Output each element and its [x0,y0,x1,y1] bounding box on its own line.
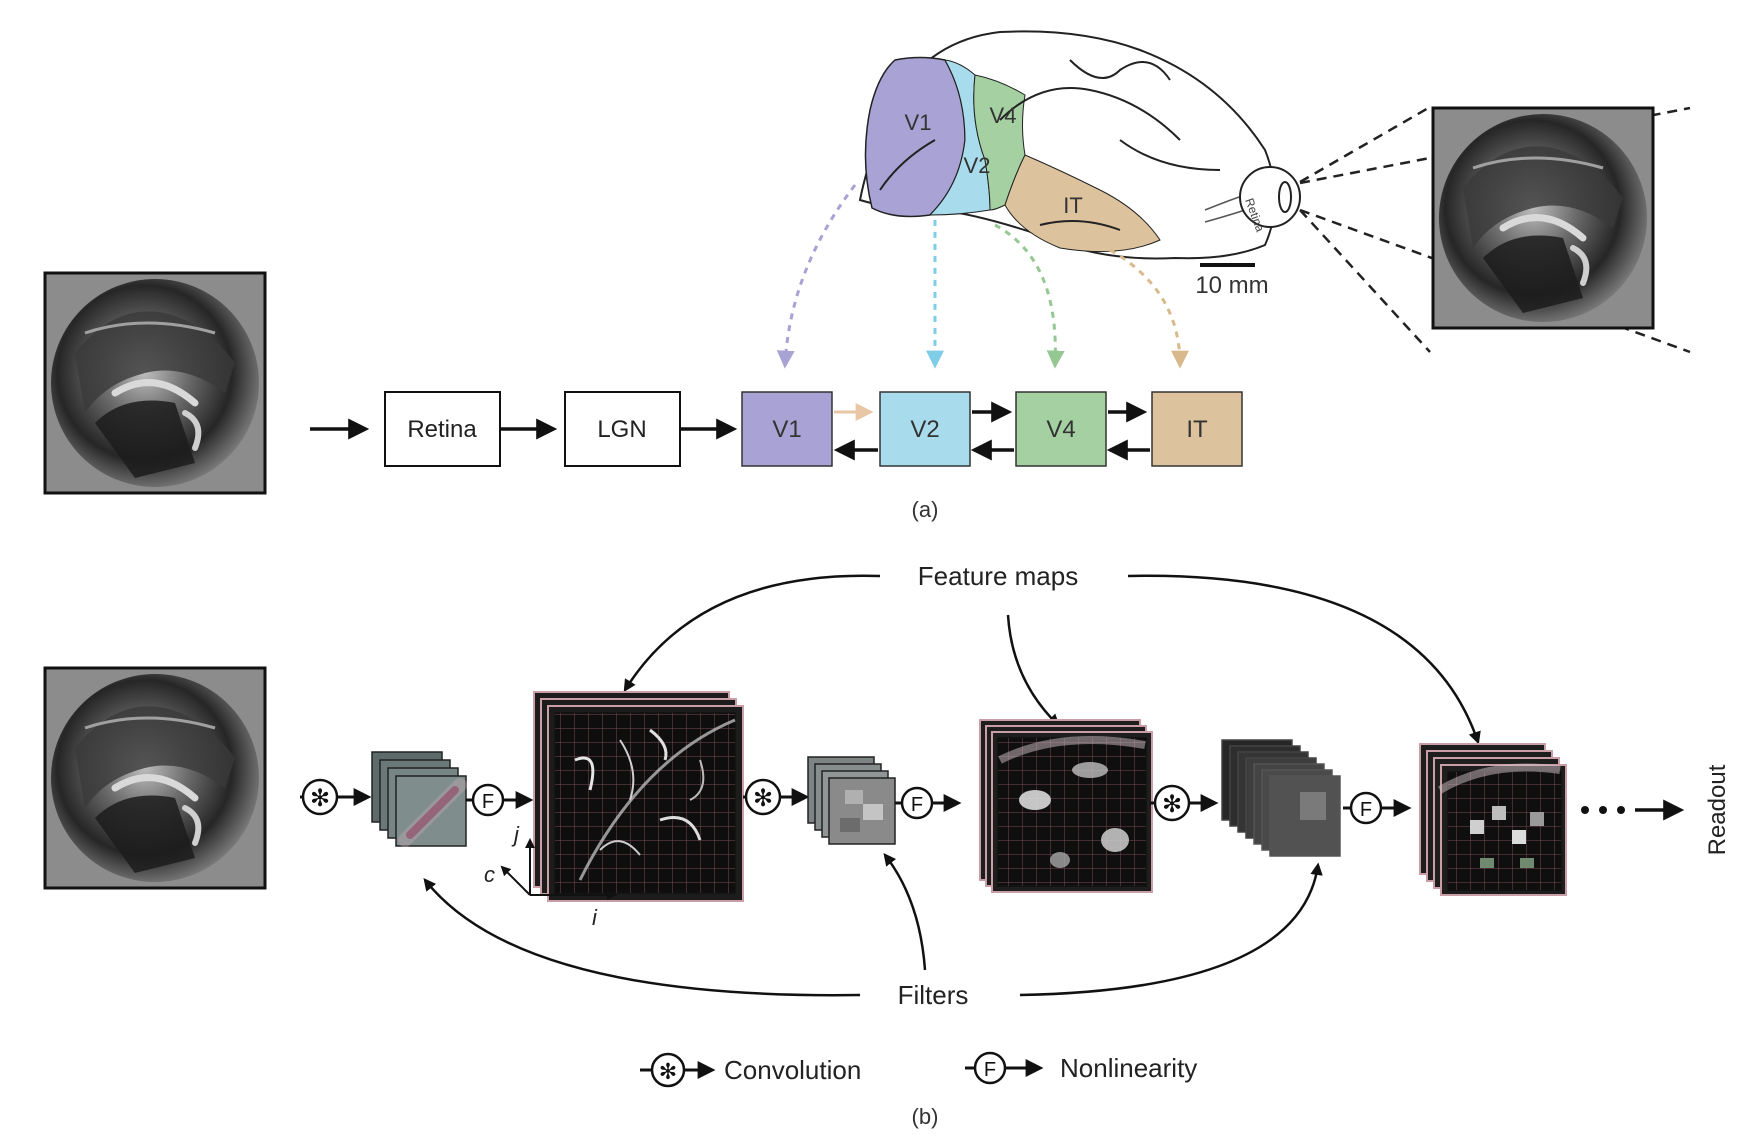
svg-text:✻: ✻ [659,1059,677,1084]
legend-convolution-icon: ✻ [640,1052,716,1088]
svg-text:✻: ✻ [1162,791,1182,818]
brain-label-v1: V1 [905,110,932,135]
v2-label: V2 [910,416,939,443]
area-it [1004,154,1161,253]
filter-stack-3 [1221,739,1341,857]
legend: ✻ Convolution F Nonlinearity [640,1051,1197,1088]
brain-label-v2: V2 [964,153,991,178]
axis-label-c: c [484,862,495,887]
retina-label: Retina [407,416,477,443]
svg-text:F: F [1360,799,1372,821]
feature-map-pointers [623,574,1481,745]
svg-text:F: F [911,794,923,816]
legend-nonlinearity-icon: F [965,1051,1044,1085]
svg-text:✻: ✻ [753,785,773,812]
feature-map-stack-2 [979,719,1153,893]
filters-label: Filters [898,980,969,1010]
svg-text:F: F [984,1059,996,1081]
input-image-b [45,668,265,888]
lgn-label: LGN [597,416,646,443]
continuation-dots [1581,806,1625,814]
convolution-operator-icon: ✻ [743,778,810,816]
v1-box: V1 [741,391,833,467]
brain-sulcus [879,139,936,191]
feature-maps-label: Feature maps [918,561,1078,591]
it-box: IT [1151,391,1243,467]
axis-label-j: j [511,822,520,847]
it-label: IT [1186,416,1208,443]
brain-label-v4: V4 [990,103,1017,128]
svg-text:✻: ✻ [310,785,330,812]
input-image-a [45,273,265,493]
convolution-operator-icon: ✻ [1150,784,1219,822]
svg-text:F: F [482,791,494,813]
nonlinearity-operator-icon: F [895,786,962,820]
retina-box: Retina [384,391,501,467]
v1-label: V1 [772,416,801,443]
retinal-image [1433,108,1653,328]
scale-label: 10 mm [1195,272,1268,299]
v4-box: V4 [1015,391,1107,467]
brain-label-it: IT [1063,193,1083,218]
axis-label-i: i [592,905,598,930]
legend-nonlinearity-label: Nonlinearity [1060,1053,1197,1083]
panel-b: Feature maps ✻ [45,561,1731,1129]
filter-pointers [423,853,1323,997]
brain-sulcus [1119,139,1221,171]
v4-label: V4 [1046,416,1075,443]
readout-label: Readout [1704,764,1731,855]
caption-b: (b) [912,1104,939,1129]
legend-convolution-label: Convolution [724,1055,861,1085]
brain-sulcus [1039,220,1121,231]
filter-stack-1 [371,751,467,847]
convolution-operator-icon: ✻ [300,778,372,816]
brain-sulcus [1069,59,1171,81]
brain-sulcus [999,87,1181,141]
lgn-box: LGN [564,391,681,467]
feature-map-stack-3 [1419,743,1567,896]
caption-a: (a) [912,497,939,522]
nonlinearity-operator-icon: F [466,783,534,817]
filter-stack-2 [807,756,896,845]
brain-diagram: V1 V4 V2 IT Retina 10 mm [858,30,1301,299]
panel-a: V1 V4 V2 IT Retina 10 mm [45,30,1691,522]
feature-map-stack-1 [533,691,744,902]
area-correspondence-arrows [776,184,1189,369]
eye-icon: Retina [1239,166,1301,234]
tensor-axes: j c i [484,822,617,930]
v2-box: V2 [879,391,971,467]
nonlinearity-operator-icon: F [1343,791,1412,825]
